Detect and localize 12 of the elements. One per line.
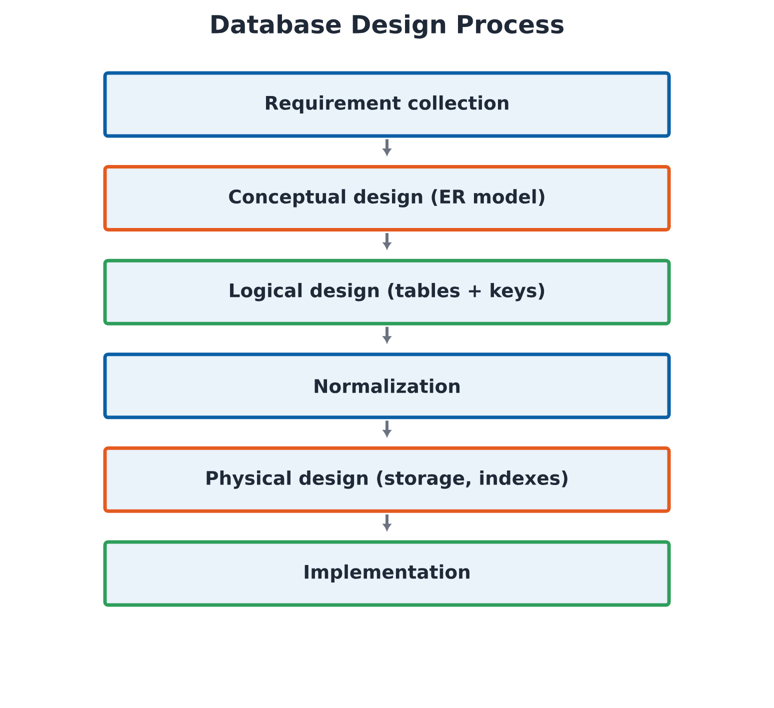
process-box: Logical design (tables + keys) <box>103 258 671 326</box>
process-box: Conceptual design (ER model) <box>103 165 671 232</box>
process-box: Implementation <box>103 540 671 607</box>
process-box: Normalization <box>103 352 671 420</box>
arrow <box>383 233 391 250</box>
arrow <box>383 326 391 343</box>
title: Database Design Process <box>212 14 564 39</box>
process-box: Physical design (storage, indexes) <box>103 446 671 513</box>
arrow <box>383 514 391 530</box>
arrow <box>383 420 391 437</box>
process-box: Requirement collection <box>103 71 671 138</box>
arrow <box>383 139 391 156</box>
